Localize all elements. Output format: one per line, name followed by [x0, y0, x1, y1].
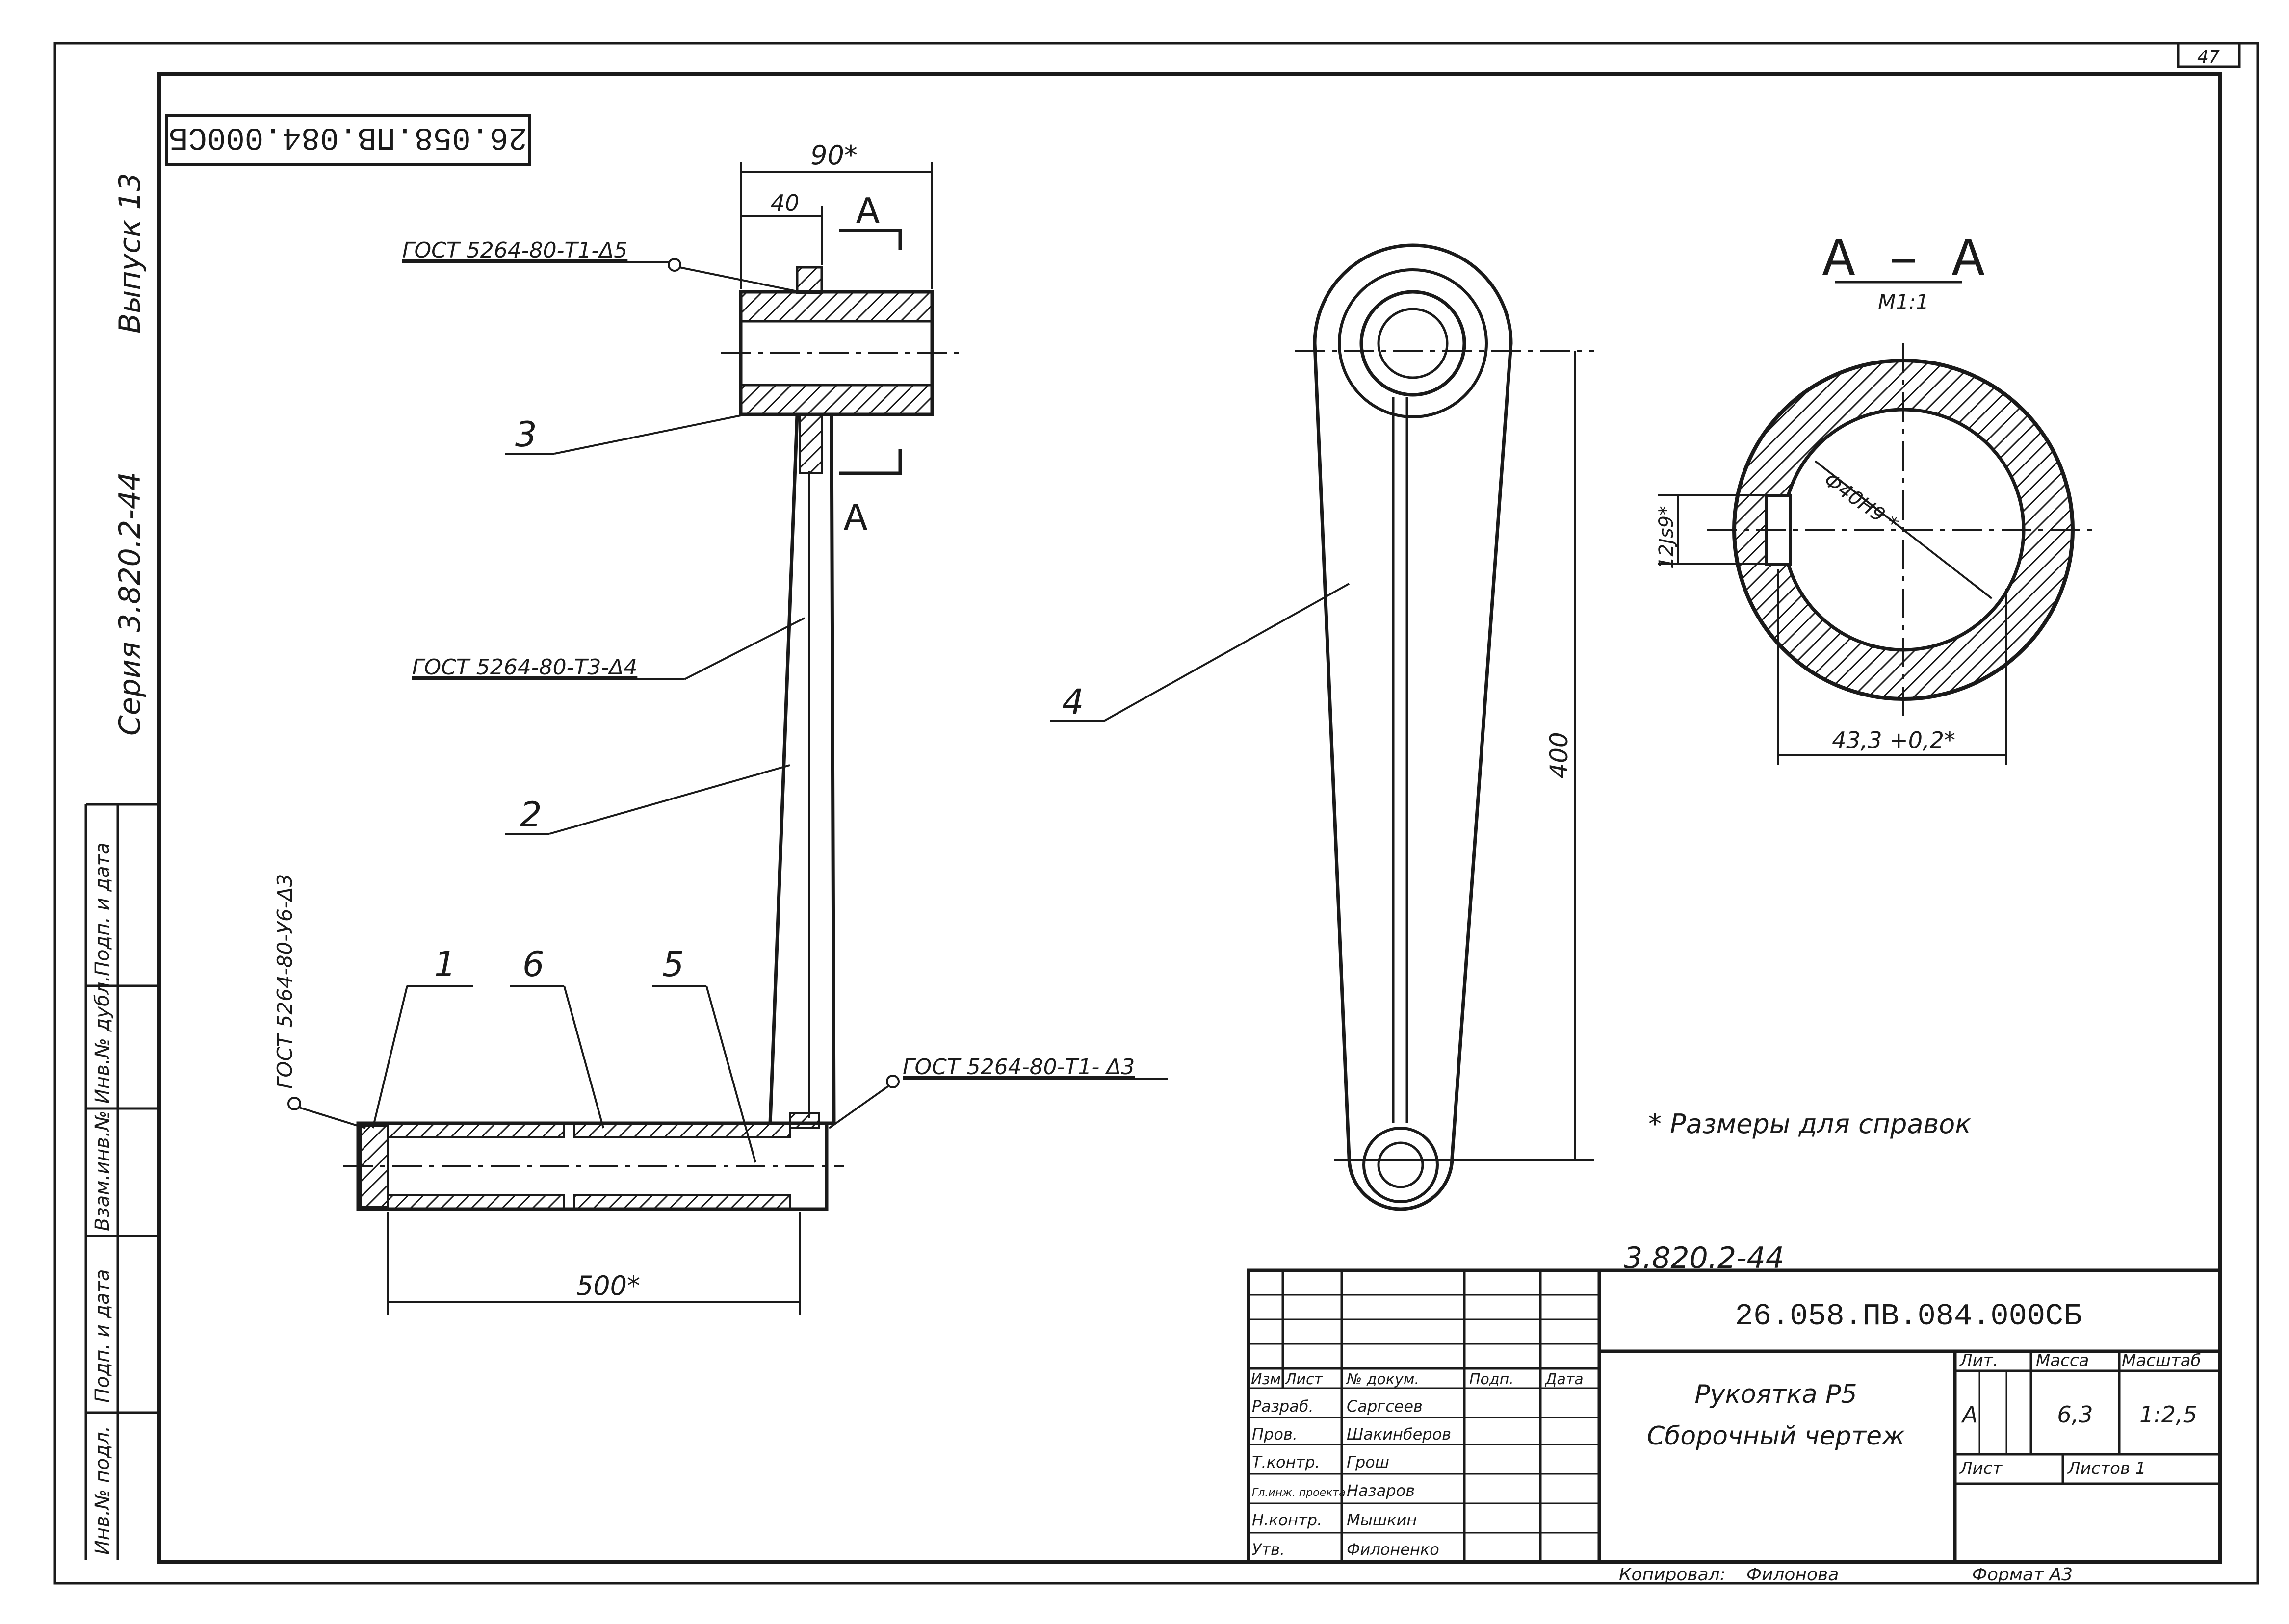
- lever-top-bore: [1359, 290, 1466, 397]
- rotated-code-box: [165, 114, 531, 166]
- bottom-weld: [789, 1112, 820, 1129]
- tube-wall-lower-right: [573, 1194, 791, 1210]
- strip-cell-1: Подп. и дата: [91, 843, 114, 976]
- page-number-box: [2177, 42, 2241, 68]
- format-label: Формат А3: [1972, 1565, 2073, 1585]
- doc-code: 26.058.ПВ.084.000СБ: [1735, 1299, 2082, 1334]
- section-scale: М1:1: [1878, 290, 1929, 314]
- page-number: 47: [2197, 47, 2220, 67]
- weld-left-label: ГОСТ 5264-80-У6-Δ3: [273, 874, 297, 1089]
- name-nkontr: Мышкин: [1347, 1511, 1417, 1529]
- strip-cell-4: Подп. и дата: [91, 1269, 114, 1403]
- strip-cell-2: Инв.№ дубл.: [91, 976, 114, 1104]
- strip-cell-3: Взам.инв.№: [91, 1110, 114, 1231]
- part-6-label: 6: [522, 944, 545, 984]
- name-utv: Филоненко: [1347, 1540, 1439, 1559]
- name-prov: Шакинберов: [1347, 1425, 1451, 1444]
- title-block: 3.820.2-44 26.058.ПВ.084.000СБ Изм. Лист…: [1247, 1241, 2222, 1564]
- section-cut-bottom: [839, 449, 902, 475]
- weld-middle-label: ГОСТ 5264-80-Т3-Δ4: [412, 655, 637, 680]
- col-izm: Изм.: [1251, 1371, 1286, 1388]
- part-5-label: 5: [662, 944, 684, 984]
- sheets-label: Листов 1: [2067, 1459, 2146, 1478]
- section-cut-top: [839, 229, 902, 250]
- top-weld-block: [796, 266, 823, 294]
- dim-90: 90*: [810, 140, 858, 171]
- part-1-label: 1: [434, 944, 456, 984]
- col-sign: Подп.: [1469, 1371, 1514, 1388]
- col-list: Лист: [1285, 1371, 1324, 1388]
- sheet-label: Лист: [1959, 1459, 2003, 1478]
- drawing-frame: [157, 72, 2222, 1564]
- tube-wall-upper-right: [573, 1122, 791, 1138]
- name-tkontr: Грош: [1347, 1453, 1389, 1471]
- reference-note: * Размеры для справок: [1648, 1108, 1971, 1139]
- col-doc: № докум.: [1346, 1371, 1419, 1388]
- mass-value: 6,3: [2057, 1401, 2093, 1428]
- lever-top-boss: [1338, 268, 1488, 418]
- series-label: Серия 3.820.2-44: [113, 472, 147, 736]
- arm-upper-section: [799, 413, 823, 474]
- strip-cell-5: Инв.№ подл.: [91, 1426, 114, 1555]
- part-4-label: 4: [1062, 682, 1084, 722]
- top-hub-wall-lower: [739, 384, 934, 416]
- hdr-lit: Лит.: [1959, 1351, 1998, 1370]
- name-razrab: Саргсеев: [1347, 1397, 1423, 1416]
- issue-label: Выпуск 13: [113, 173, 147, 334]
- lever-bottom-boss: [1362, 1127, 1439, 1203]
- hdr-mass: Масса: [2036, 1351, 2089, 1370]
- copied-name: Филонова: [1746, 1565, 1839, 1585]
- top-hub-wall-upper: [739, 290, 934, 323]
- name-glinzh: Назаров: [1347, 1481, 1415, 1500]
- outer-dim-label: 43,3 +0,2*: [1832, 727, 1955, 753]
- lever-bottom-bore: [1377, 1141, 1424, 1188]
- section-mark-top: А: [856, 191, 880, 235]
- left-strip: Подп. и дата Инв.№ дубл. Взам.инв.№ Подп…: [84, 803, 159, 1560]
- copied-label: Копировал:: [1619, 1565, 1726, 1585]
- col-date: Дата: [1544, 1371, 1584, 1388]
- outer-frame: [53, 42, 2259, 1585]
- lit-value: А: [1961, 1401, 1977, 1428]
- part-2-label: 2: [520, 795, 542, 835]
- weld-right-label: ГОСТ 5264-80-Т1- Δ3: [903, 1055, 1135, 1080]
- product-name: Рукоятка Р5: [1694, 1380, 1857, 1409]
- dim-400: 400: [1545, 732, 1573, 778]
- assembly-view: 90* 40 А А ГОСТ 5264-80-Т1-Δ5 3 ГОСТ 526…: [273, 140, 1168, 1315]
- role-glinzh: Гл.инж. проекта: [1252, 1487, 1346, 1499]
- product-type: Сборочный чертеж: [1647, 1421, 1905, 1451]
- dim-40: 40: [771, 190, 800, 216]
- section-mark-bottom: А: [844, 497, 867, 542]
- section-view: А – А М1:1 Ф40Н9 * 12Js9* 43,3 +0,2*: [1655, 230, 2095, 765]
- lever-view: 400 4: [1050, 243, 1594, 1211]
- role-utv: Утв.: [1252, 1540, 1285, 1559]
- role-prov: Пров.: [1252, 1425, 1298, 1444]
- role-nkontr: Н.контр.: [1252, 1511, 1322, 1529]
- tube-wall-lower-left: [387, 1194, 565, 1210]
- dim-500: 500*: [576, 1270, 640, 1301]
- hdr-scale: Масштаб: [2122, 1351, 2201, 1370]
- diameter-leader: [1814, 460, 1993, 599]
- part-3-label: 3: [515, 414, 537, 455]
- rotated-code: 26.058.ПВ.084.000СБ: [169, 119, 527, 155]
- scale-value: 1:2,5: [2139, 1401, 2197, 1428]
- key-width-label: 12Js9*: [1655, 506, 1678, 569]
- lever-outline: [1313, 243, 1513, 1211]
- weld-top-label: ГОСТ 5264-80-Т1-Δ5: [402, 238, 627, 263]
- role-razrab: Разраб.: [1252, 1397, 1314, 1416]
- tube-wall-upper-left: [387, 1122, 565, 1138]
- role-tkontr: Т.контр.: [1252, 1453, 1320, 1471]
